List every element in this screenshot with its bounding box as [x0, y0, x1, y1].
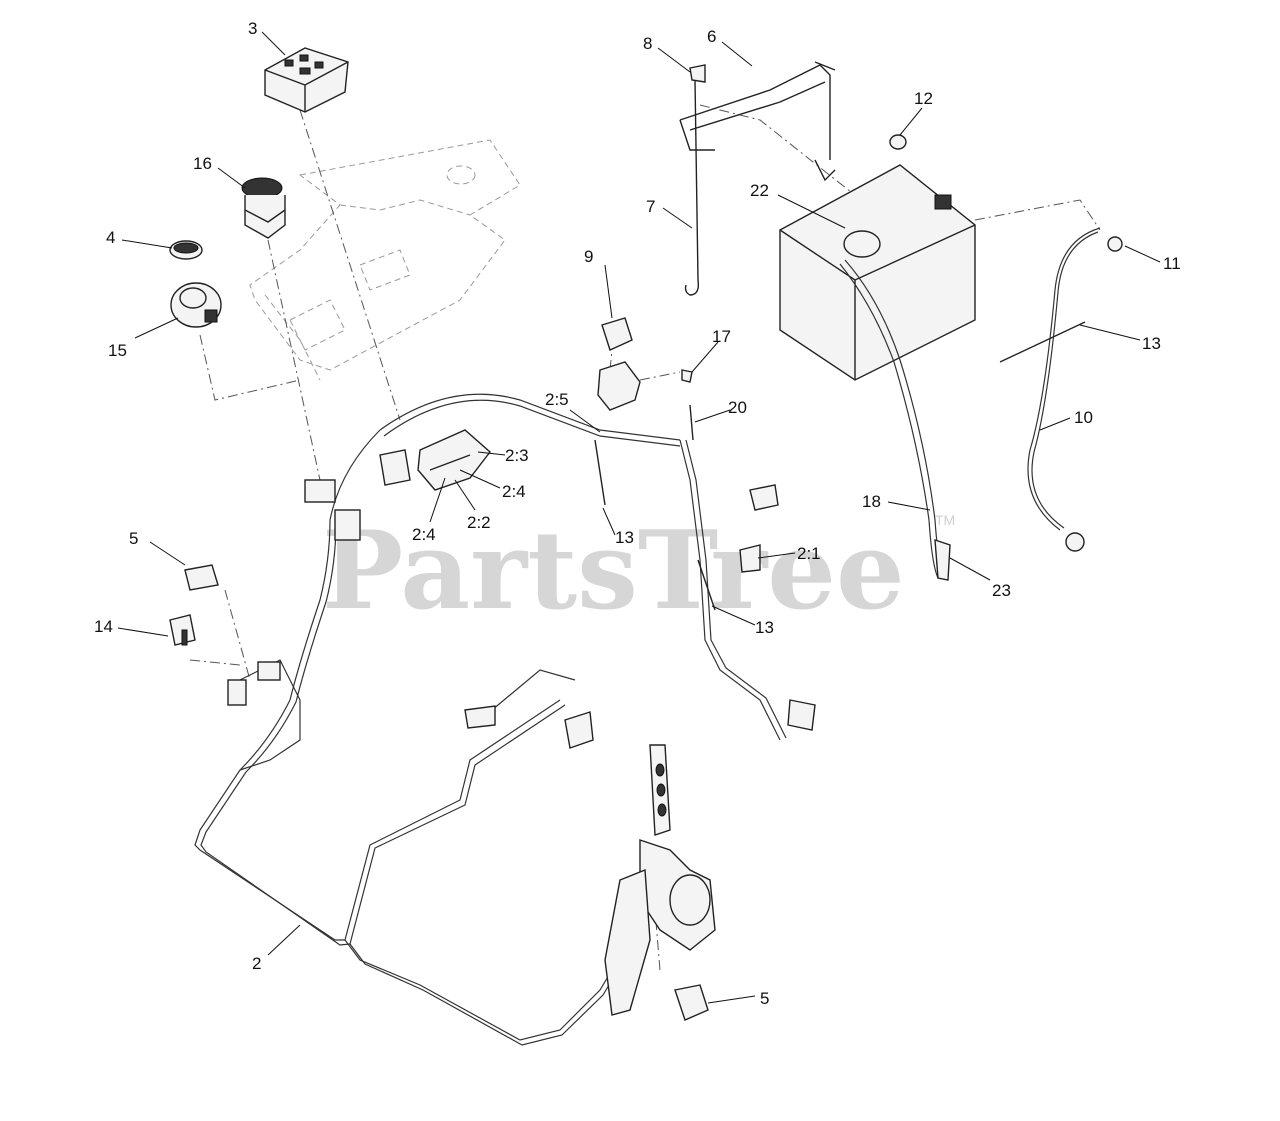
- callout-18: 18: [862, 492, 881, 511]
- callout-23: 23: [992, 581, 1011, 600]
- part-3-display-module: [264, 47, 349, 113]
- watermark-trademark: TM: [935, 512, 955, 528]
- callout-15: 15: [108, 341, 127, 360]
- part-4-cover: [169, 240, 203, 260]
- callout-7: 7: [646, 197, 655, 216]
- small-hardware: [594, 404, 716, 611]
- part-14-interlock-switch: [169, 614, 196, 646]
- callout-6: 6: [707, 27, 716, 46]
- callout-2-1: 2:1: [797, 544, 821, 563]
- harness-connectors: [227, 449, 816, 749]
- part-12-nut: [889, 134, 907, 150]
- callout-labels: 3 16 4 15 8 6 7 12 22 11 13 9 17 2:5 20 …: [94, 19, 1181, 1008]
- part-7-j-bolt: [684, 79, 700, 296]
- part-5-brake-switch: [674, 984, 709, 1021]
- part-23-terminal-boot: [934, 539, 951, 581]
- part-16-pto-switch: [241, 177, 286, 239]
- callout-16: 16: [193, 154, 212, 173]
- callout-2: 2: [252, 954, 261, 973]
- callout-10: 10: [1074, 408, 1093, 427]
- callout-13-battery: 13: [1142, 334, 1161, 353]
- callout-20: 20: [728, 398, 747, 417]
- relay-socket: [597, 361, 641, 411]
- callout-5-brake: 5: [760, 989, 769, 1008]
- leader-lines: [117, 31, 1161, 1004]
- callout-2-4-left: 2:4: [412, 525, 436, 544]
- callout-4: 4: [106, 228, 115, 247]
- callout-2-2: 2:2: [467, 513, 491, 532]
- callout-11: 11: [1163, 254, 1181, 273]
- callout-13-lower: 13: [755, 618, 774, 637]
- part-6-hold-down-bracket: [679, 61, 836, 182]
- brake-pedal-assembly: [604, 744, 716, 1016]
- part-8-wing-nut: [689, 64, 706, 83]
- callout-17: 17: [712, 327, 731, 346]
- dashboard-panel: [249, 139, 521, 381]
- part-17-screw: [681, 369, 693, 383]
- part-2-wire-harness: [194, 393, 787, 1046]
- callout-8: 8: [643, 34, 652, 53]
- callout-2-4-right: 2:4: [502, 482, 526, 501]
- watermark-text: PartsTree: [322, 508, 905, 634]
- callout-22: 22: [750, 181, 769, 200]
- part-13-cable-tie-battery: [999, 321, 1086, 363]
- fuse-block: [417, 429, 491, 491]
- callout-14: 14: [94, 617, 113, 636]
- part-10-negative-cable: [1027, 227, 1123, 552]
- phantom-lines: [189, 104, 1101, 971]
- callout-2-5: 2:5: [545, 390, 569, 409]
- part-5-seat-switch: [184, 564, 219, 591]
- callout-5-seat: 5: [129, 529, 138, 548]
- callout-2-3: 2:3: [505, 446, 529, 465]
- callout-3: 3: [248, 19, 257, 38]
- callout-13-harness: 13: [615, 528, 634, 547]
- callout-12: 12: [914, 89, 933, 108]
- callout-9: 9: [584, 247, 593, 266]
- part-9-relay: [601, 317, 633, 351]
- part-22-battery: [779, 164, 976, 381]
- part-15-ignition-switch: [170, 282, 222, 328]
